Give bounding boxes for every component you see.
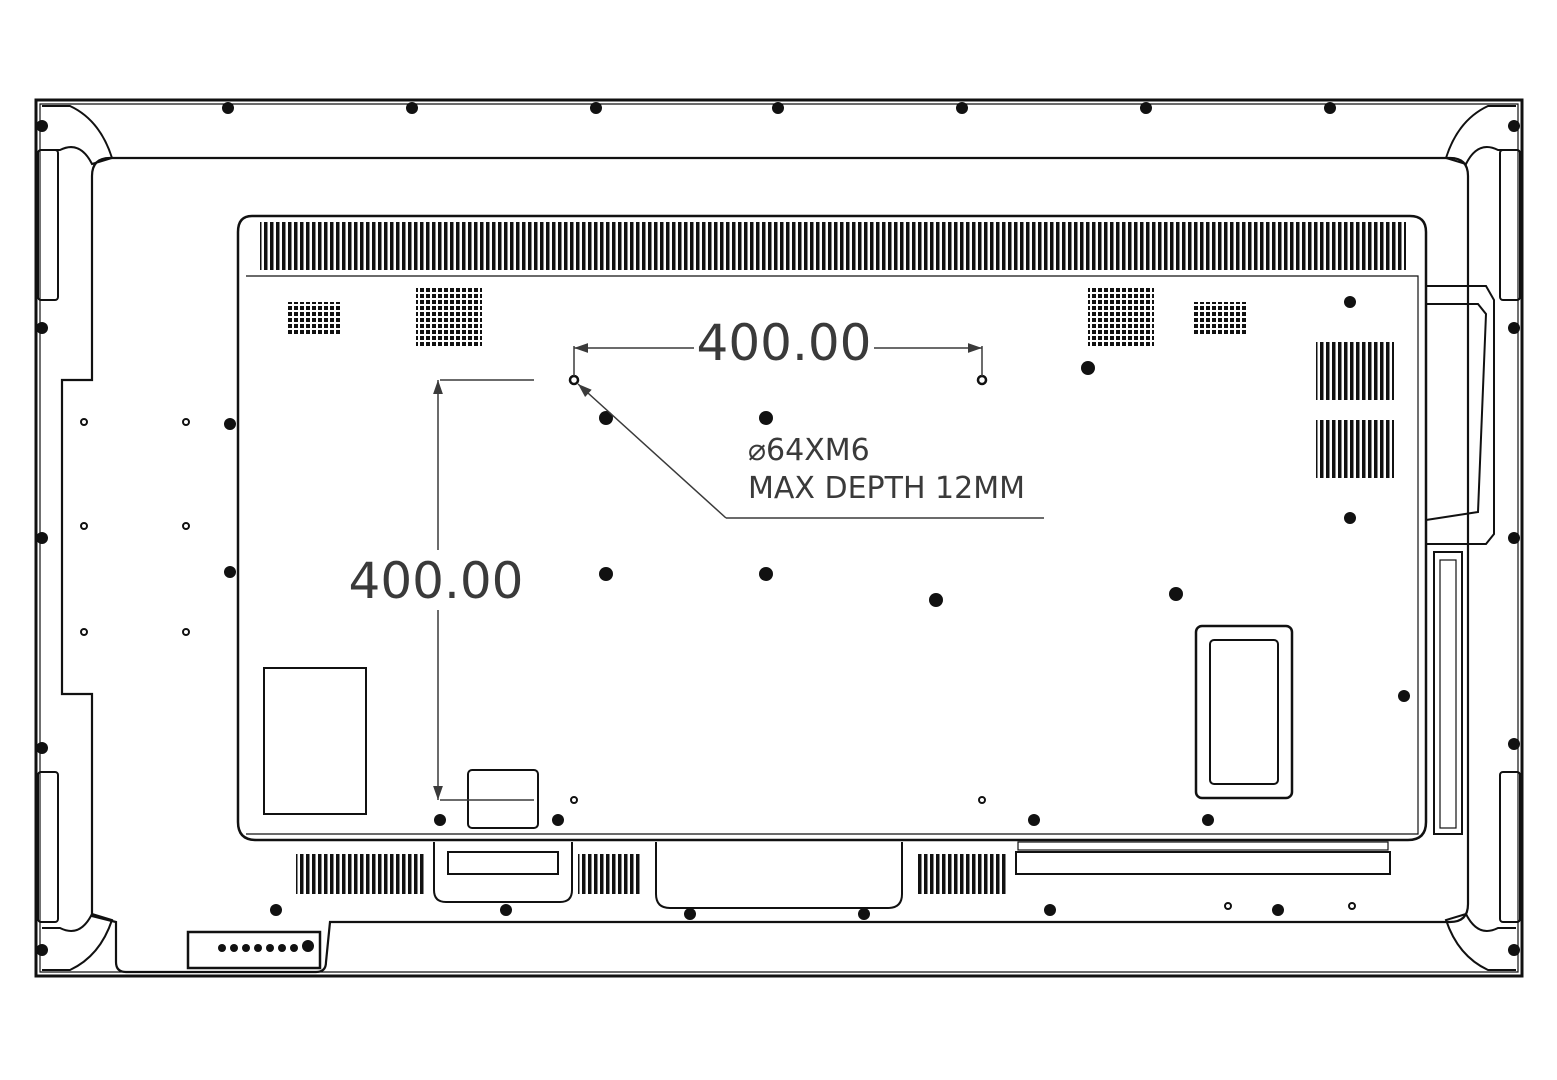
top-vent: [260, 222, 1406, 270]
outer-bezel: [34, 98, 1524, 978]
vertical-dimension-label: 400.00: [349, 552, 524, 610]
vesa-holes: [568, 374, 988, 386]
panel-vents: [288, 286, 1394, 478]
control-panel: [186, 930, 322, 970]
max-depth-label: MAX DEPTH 12MM: [748, 471, 1025, 506]
main-panel: [236, 214, 1428, 842]
right-side-features: [1425, 285, 1495, 835]
vesa-hole-top-left: [568, 374, 580, 386]
thread-spec-label: ⌀64XM6: [748, 433, 870, 468]
connector-bay: [1194, 624, 1294, 800]
dimension-lines: [433, 343, 1044, 801]
vesa-hole-top-right: [976, 374, 988, 386]
bottom-vents: [296, 854, 1008, 894]
leader-line: [577, 383, 727, 519]
back-cover: [60, 156, 1470, 974]
label-plate: [263, 667, 367, 815]
bottom-features: [433, 841, 1391, 909]
screws: [36, 102, 1520, 956]
small-box: [467, 769, 539, 829]
small-holes: [80, 418, 1356, 910]
horizontal-dimension-label: 400.00: [697, 314, 872, 372]
